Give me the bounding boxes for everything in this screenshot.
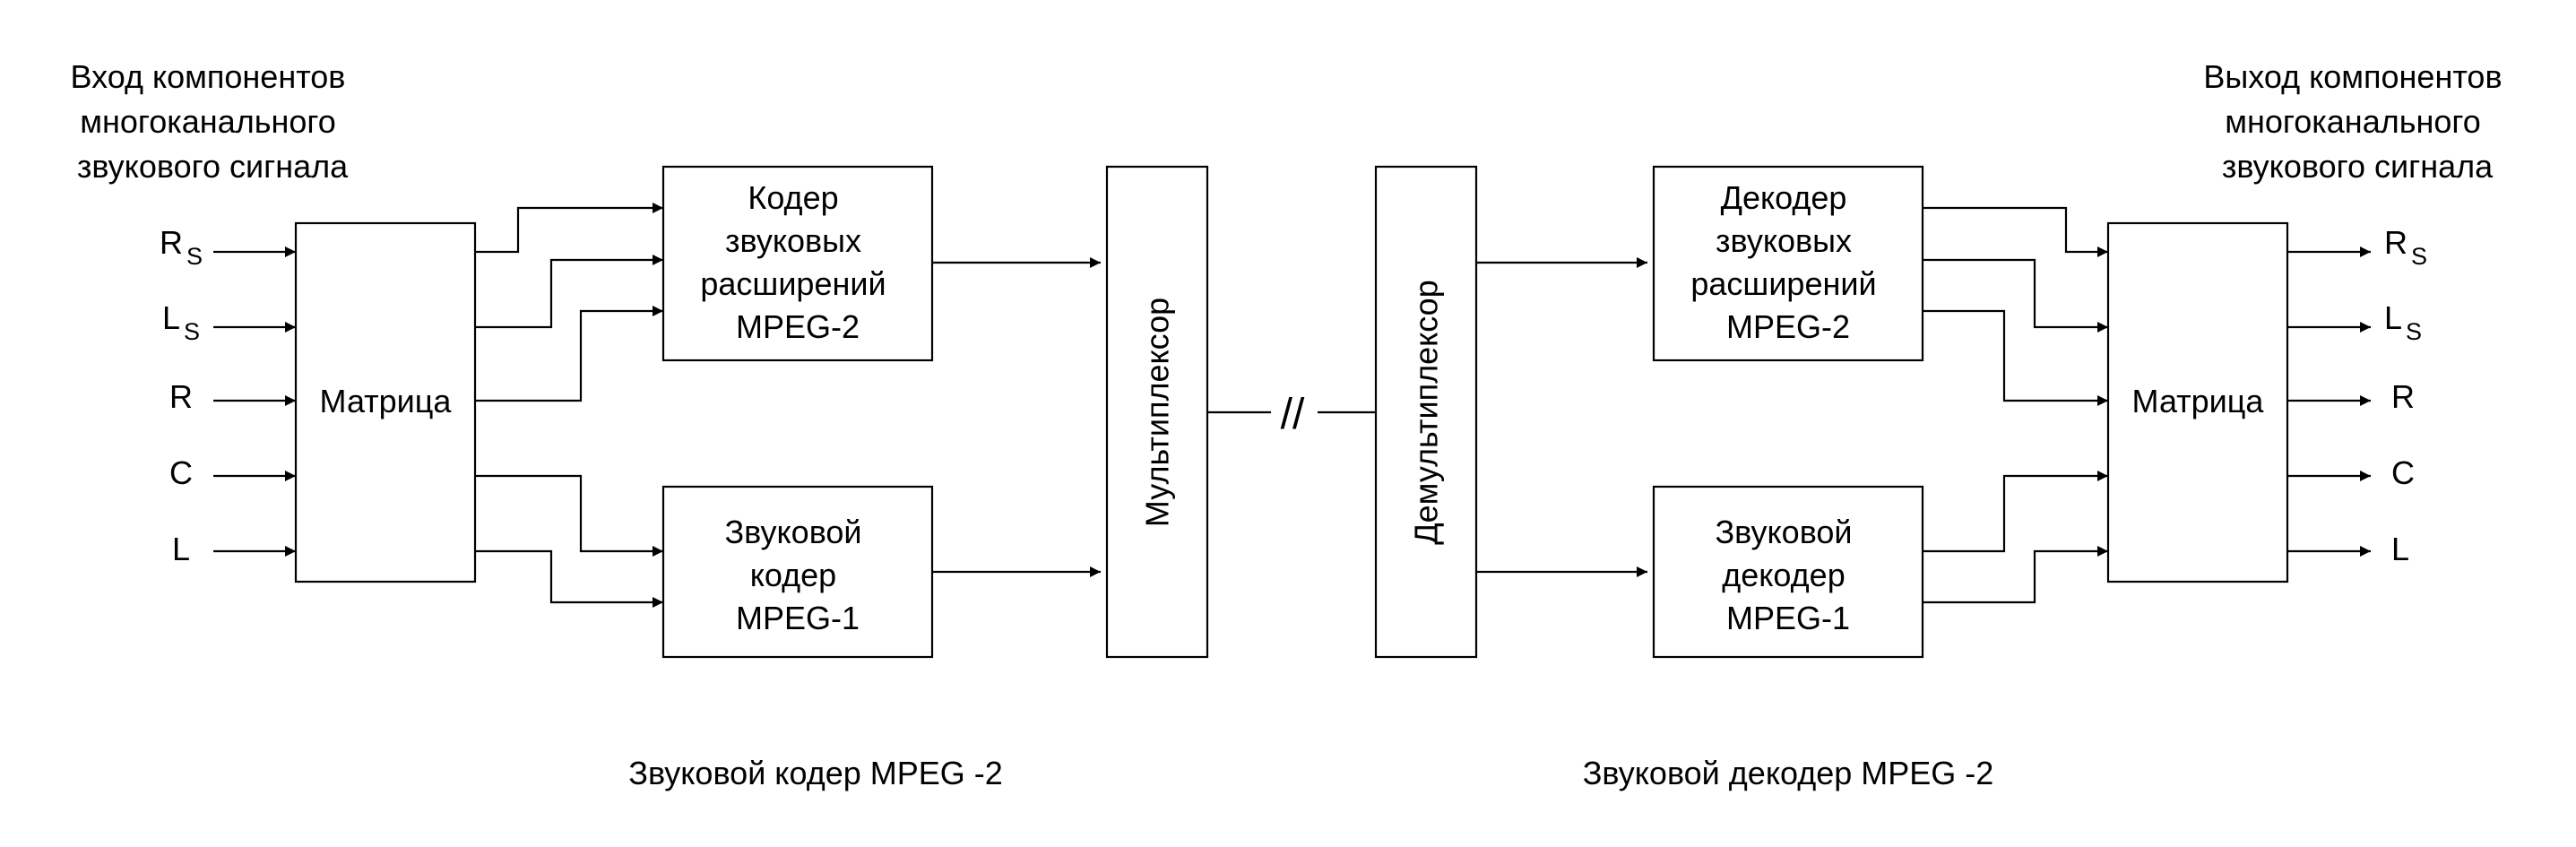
- output-channel-r: R: [2391, 378, 2415, 415]
- ext-encoder-block: Кодер звуковых расширений MPEG-2: [661, 165, 934, 362]
- output-title-line: Выход компонентов: [2203, 58, 2502, 95]
- matrix-out-box: [2106, 221, 2289, 583]
- matrix-in-box: [294, 221, 477, 583]
- input-arrows: [213, 246, 296, 557]
- output-title-line: звукового сигнала: [2222, 148, 2494, 185]
- mpeg1-decoder-block: Звуковой декодер MPEG-1: [1652, 485, 1924, 659]
- wire-matrix-to-mpeg1-encoder: [475, 474, 663, 557]
- output-channel-c: C: [2391, 454, 2415, 491]
- multiplexer-label: Мультиплексор: [1139, 298, 1176, 527]
- input-title-line: Вход компонентов: [71, 58, 346, 95]
- input-title-line: звукового сигнала: [77, 148, 349, 185]
- input-title: Вход компонентов многоканального звуково…: [71, 58, 355, 185]
- ext-encoder-box: [661, 165, 934, 362]
- wire-matrix-to-ext-encoder: [475, 255, 663, 329]
- mpeg1-encoder-box: [661, 485, 934, 659]
- demultiplexer-label: Демультиплексор: [1408, 280, 1445, 544]
- wire-mpeg1-decoder-to-matrix: [1923, 471, 2108, 553]
- wire-mpeg1-decoder-to-matrix: [1923, 546, 2108, 604]
- wire-ext-decoder-to-matrix: [1923, 258, 2108, 333]
- input-title-line: многоканального: [80, 103, 336, 140]
- wire-matrix-to-mpeg1-encoder: [475, 549, 663, 608]
- encoder-caption: Звуковой кодер MPEG -2: [628, 755, 1003, 791]
- matrix-out-label: Матрица: [2132, 383, 2265, 419]
- wire-ext-decoder-to-matrix: [1923, 309, 2108, 406]
- mpeg1-encoder-block: Звуковой кодер MPEG-1: [661, 485, 934, 659]
- ext-decoder-label: Декодер звуковых расширений MPEG-2: [1690, 179, 1885, 345]
- multiplexer-box: [1105, 165, 1209, 659]
- mpeg1-encoder-label: Звуковой кодер MPEG-1: [724, 514, 870, 636]
- mpeg1-decoder-box: [1652, 485, 1924, 659]
- input-channel-c: C: [169, 454, 193, 491]
- output-channel-l: L: [2391, 531, 2409, 567]
- output-title-line: многоканального: [2225, 103, 2481, 140]
- demultiplexer-block: Демультиплексор: [1374, 165, 1478, 659]
- matrix-in-label: Матрица: [320, 383, 453, 419]
- ext-encoder-label: Кодер звуковых расширений MPEG-2: [700, 179, 895, 345]
- wire-ext-decoder-to-matrix: [1923, 206, 2108, 257]
- input-channel-l: L: [172, 531, 190, 567]
- output-arrows: [2287, 246, 2371, 557]
- mpeg1-decoder-label: Звуковой декодер MPEG-1: [1715, 514, 1861, 636]
- output-title: Выход компонентов многоканального звуков…: [2203, 58, 2511, 185]
- input-channel-r: R: [169, 378, 193, 415]
- demultiplexer-box: [1374, 165, 1478, 659]
- matrix-in-block: Матрица: [294, 221, 477, 583]
- ext-decoder-box: [1652, 165, 1924, 362]
- channel-break-mark: //: [1281, 391, 1305, 438]
- decoder-caption: Звуковой декодер MPEG -2: [1583, 755, 1994, 791]
- multiplexer-block: Мультиплексор: [1105, 165, 1209, 659]
- ext-decoder-block: Декодер звуковых расширений MPEG-2: [1652, 165, 1924, 362]
- matrix-out-block: Матрица: [2106, 221, 2289, 583]
- wire-matrix-to-ext-encoder: [475, 203, 663, 254]
- wire-matrix-to-ext-encoder: [475, 306, 663, 402]
